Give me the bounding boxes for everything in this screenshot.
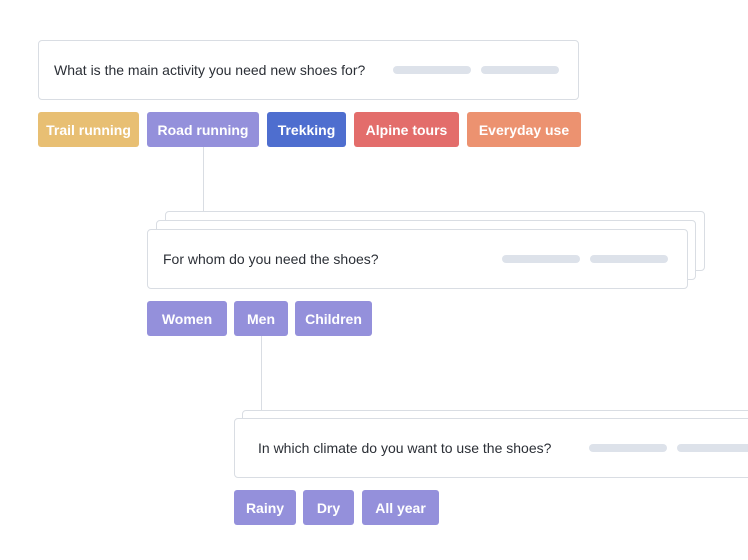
connector-line <box>203 147 204 212</box>
question-card-climate: In which climate do you want to use the … <box>234 418 748 478</box>
option-dry[interactable]: Dry <box>303 490 354 525</box>
option-rainy[interactable]: Rainy <box>234 490 296 525</box>
option-men[interactable]: Men <box>234 301 288 336</box>
question-card-activity: What is the main activity you need new s… <box>38 40 579 100</box>
question-text: In which climate do you want to use the … <box>258 440 552 456</box>
placeholder-bar <box>502 255 580 263</box>
option-all-year[interactable]: All year <box>362 490 439 525</box>
question-card-whom: For whom do you need the shoes? <box>147 229 688 289</box>
option-women[interactable]: Women <box>147 301 227 336</box>
option-trekking[interactable]: Trekking <box>267 112 346 147</box>
placeholder-bar <box>589 444 667 452</box>
option-children[interactable]: Children <box>295 301 372 336</box>
option-road-running[interactable]: Road running <box>147 112 259 147</box>
placeholder-bar <box>677 444 748 452</box>
placeholder-bar <box>481 66 559 74</box>
placeholder-bar <box>393 66 471 74</box>
question-text: What is the main activity you need new s… <box>54 62 366 78</box>
option-alpine-tours[interactable]: Alpine tours <box>354 112 459 147</box>
option-trail-running[interactable]: Trail running <box>38 112 139 147</box>
option-everyday-use[interactable]: Everyday use <box>467 112 581 147</box>
question-text: For whom do you need the shoes? <box>163 251 379 267</box>
placeholder-bar <box>590 255 668 263</box>
connector-line <box>261 336 262 411</box>
